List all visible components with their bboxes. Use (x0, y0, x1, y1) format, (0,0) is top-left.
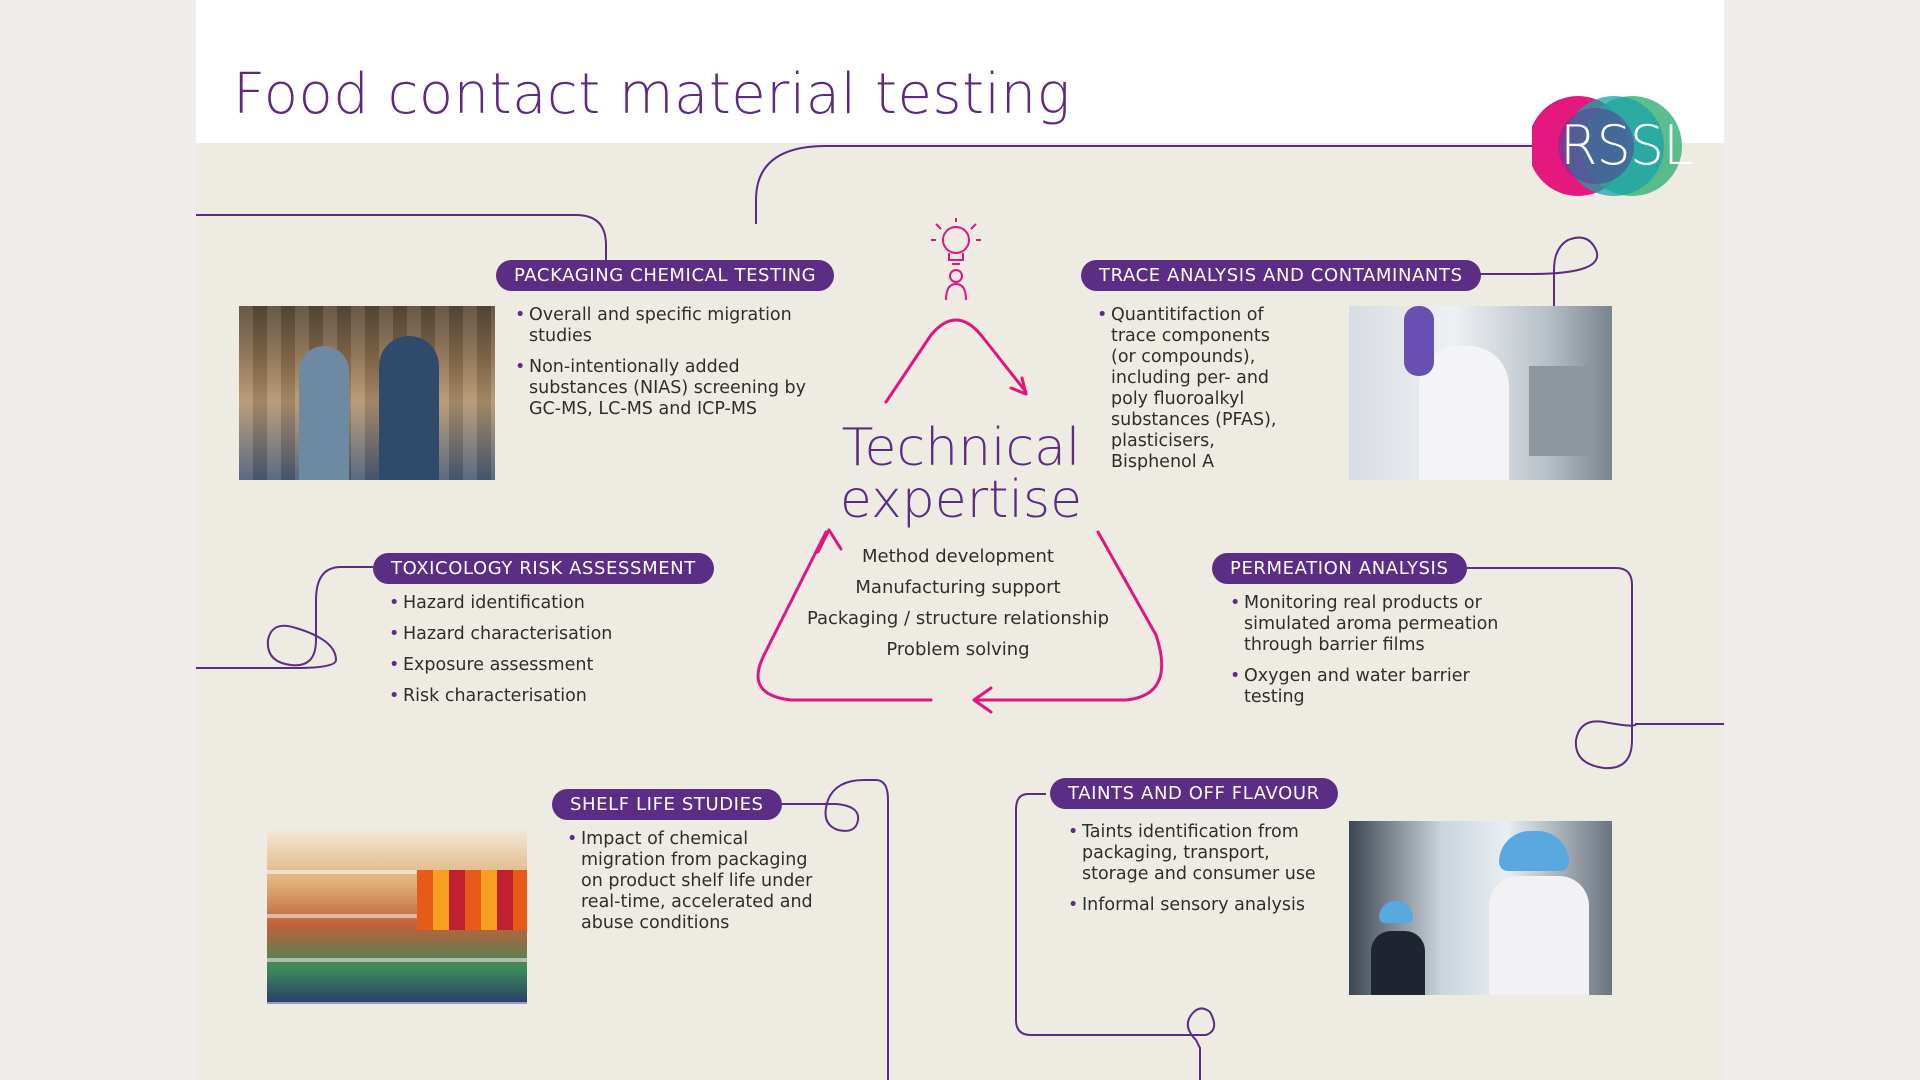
toxicology-label: TOXICOLOGY RISK ASSESSMENT (373, 553, 714, 584)
bullet: Exposure assessment (389, 655, 649, 676)
bullet: Monitoring real products or simulated ar… (1230, 593, 1510, 656)
trace-label: TRACE ANALYSIS AND CONTAMINANTS (1081, 260, 1481, 291)
shelf-bullets: Impact of chemical migration from packag… (567, 829, 827, 944)
bullet: Informal sensory analysis (1068, 895, 1328, 916)
permeation-bullets: Monitoring real products or simulated ar… (1230, 593, 1510, 718)
packaging-label: PACKAGING CHEMICAL TESTING (496, 260, 835, 291)
trace-bullets: Quantitifaction of trace components (or … (1097, 305, 1287, 483)
center-item: Packaging / structure relationship (806, 608, 1110, 629)
bullet: Risk characterisation (389, 686, 649, 707)
rssl-logo: RSSL (1528, 94, 1724, 198)
photo-supermarket-shelves (267, 830, 527, 1004)
taints-label: TAINTS AND OFF FLAVOUR (1050, 778, 1338, 809)
bullet: Taints identification from packaging, tr… (1068, 822, 1328, 885)
center-heading: Technical expertise (839, 418, 1083, 530)
center-item: Method development (862, 546, 1054, 567)
shelf-label: SHELF LIFE STUDIES (552, 789, 782, 820)
bullet: Non-intentionally added substances (NIAS… (515, 357, 815, 420)
bullet: Quantitifaction of trace components (or … (1097, 305, 1287, 473)
bullet: Impact of chemical migration from packag… (567, 829, 827, 934)
page-title: Food contact material testing (233, 62, 1071, 127)
packaging-bullets: Overall and specific migration studies N… (515, 305, 815, 430)
photo-lab-scientist (1349, 306, 1612, 480)
bullet: Oxygen and water barrier testing (1230, 666, 1510, 708)
lightbulb-icon (931, 218, 981, 301)
header-band (196, 0, 1724, 143)
logo-text: RSSL (1560, 114, 1693, 177)
bullet: Hazard characterisation (389, 624, 649, 645)
center-item: Problem solving (886, 639, 1030, 660)
bullet: Overall and specific migration studies (515, 305, 815, 347)
infographic-page: Food contact material testing (196, 0, 1724, 1080)
bullet: Hazard identification (389, 593, 649, 614)
toxicology-bullets: Hazard identification Hazard characteris… (389, 593, 649, 717)
photo-sensory-testers (1349, 821, 1612, 995)
taints-bullets: Taints identification from packaging, tr… (1068, 822, 1328, 926)
permeation-label: PERMEATION ANALYSIS (1212, 553, 1467, 584)
photo-shop-assistants (239, 306, 495, 480)
center-item: Manufacturing support (855, 577, 1061, 598)
